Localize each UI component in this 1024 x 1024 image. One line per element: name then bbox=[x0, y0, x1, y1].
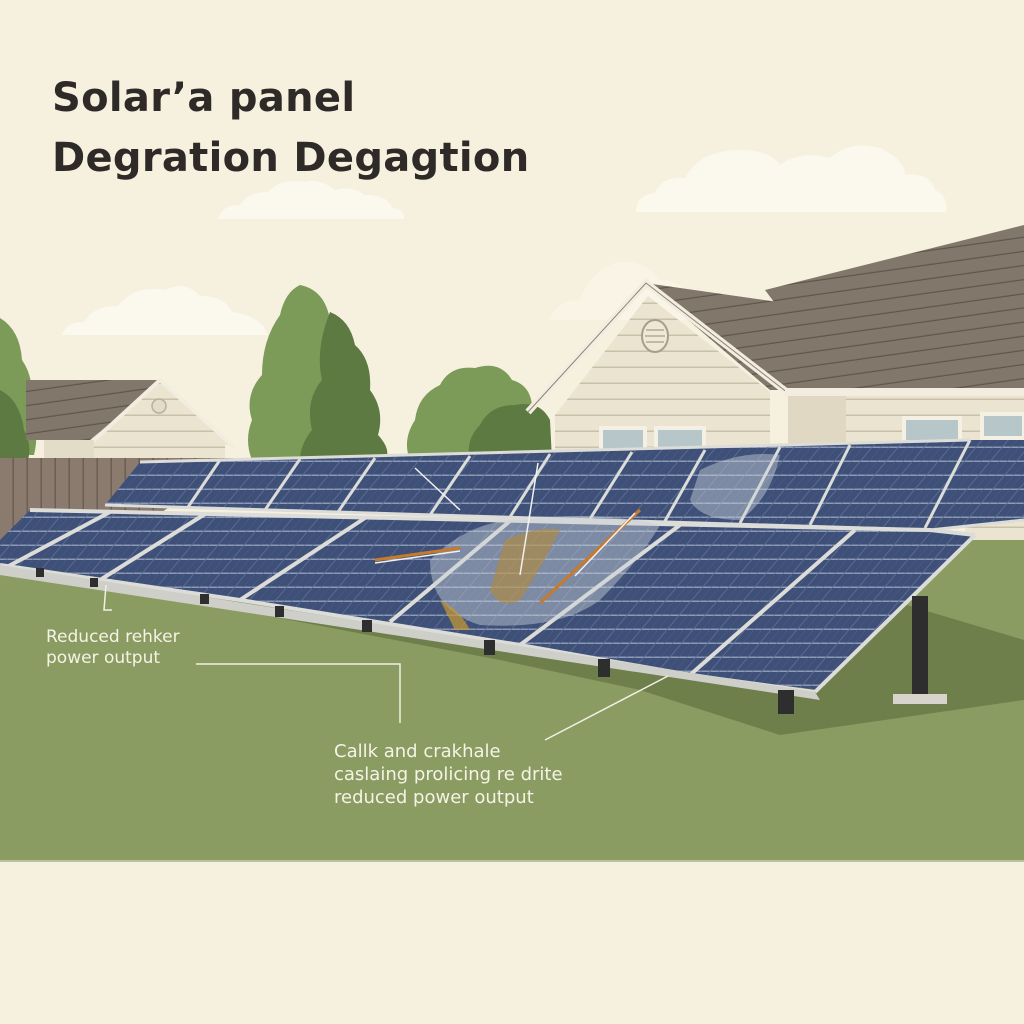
annotation-cracking: Callk and crakhale caslaing prolicing re… bbox=[334, 740, 563, 809]
cloud-icon bbox=[62, 286, 268, 335]
callout-lines bbox=[103, 584, 669, 741]
tree-icon bbox=[406, 365, 552, 460]
annotation-line: Callk and crakhale bbox=[334, 741, 501, 762]
annotation-line: caslaing prolicing re drite bbox=[334, 764, 563, 785]
annotation-line: power output bbox=[46, 648, 161, 668]
panel-support-legs bbox=[36, 568, 928, 714]
title-line-2: Degration Degagtion bbox=[52, 135, 530, 181]
post-footing bbox=[893, 694, 947, 704]
window bbox=[599, 412, 1024, 454]
page-title: Solar’a panel Degration Degagtion bbox=[52, 68, 529, 188]
title-line-1: Solar’a panel bbox=[52, 75, 356, 121]
cloud-icon bbox=[218, 181, 405, 219]
panel-damage-area bbox=[374, 454, 780, 630]
cloud-icon bbox=[636, 145, 947, 212]
bottom-band bbox=[0, 862, 1024, 1024]
annotation-line: Reduced rehker bbox=[46, 627, 180, 647]
tree-icon bbox=[248, 285, 388, 460]
annotation-line: reduced power output bbox=[334, 787, 534, 808]
annotation-reduced-output: Reduced rehker power output bbox=[46, 627, 180, 669]
cloud-icon bbox=[550, 261, 700, 320]
